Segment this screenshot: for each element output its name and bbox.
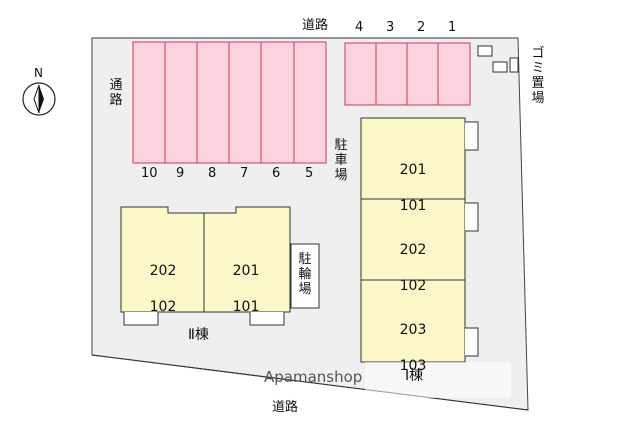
- building-1-unit: 201 101: [378, 143, 448, 233]
- unit-number: 203: [399, 322, 427, 338]
- parking-number: 4: [355, 20, 364, 35]
- bottom-road-edge: [91, 354, 529, 411]
- road-label-top: 道路: [302, 18, 329, 33]
- parking-label: 駐 車 場: [334, 138, 348, 183]
- watermark-bar: [365, 362, 511, 398]
- parking-number: 5: [305, 166, 314, 181]
- unit-number: 202: [149, 263, 177, 279]
- unit-number: 102: [399, 278, 427, 294]
- road-label-left: 通 路: [109, 78, 123, 108]
- parking-number: 1: [448, 20, 457, 35]
- north-arrow-icon: [22, 82, 56, 116]
- building-2-name: Ⅱ棟: [188, 327, 209, 343]
- road-label-bottom: 道路: [272, 400, 299, 415]
- building-1-name: Ⅰ棟: [405, 368, 424, 384]
- bike-parking-label: 駐 輪 場: [298, 252, 312, 297]
- bike-parking-box: [290, 243, 320, 309]
- parking-number: 9: [176, 166, 185, 181]
- parking-number: 3: [386, 20, 395, 35]
- unit-number: 102: [149, 299, 177, 315]
- parking-number: 6: [272, 166, 281, 181]
- unit-number: 103: [399, 358, 427, 374]
- building-1-shape: [360, 117, 479, 363]
- watermark-text: Apamanshop: [264, 368, 363, 386]
- parking-left-group: [132, 41, 327, 164]
- building-1-unit: 202 102: [378, 223, 448, 313]
- unit-number: 201: [232, 263, 260, 279]
- building-2-unit: 201 101: [213, 244, 279, 334]
- parking-number: 8: [208, 166, 217, 181]
- parking-number: 7: [240, 166, 249, 181]
- unit-number: 101: [399, 198, 427, 214]
- garbage-station-outline: [477, 45, 519, 73]
- parking-number: 10: [141, 166, 158, 181]
- building-2-shape: [120, 206, 291, 326]
- building-1-unit: 203 103: [378, 303, 448, 393]
- building-2-unit: 202 102: [130, 244, 196, 334]
- garbage-label: ゴ ミ 置 場: [531, 46, 545, 106]
- parking-right-group: [344, 42, 471, 106]
- unit-number: 201: [399, 162, 427, 178]
- compass-label: N: [34, 66, 43, 80]
- unit-number: 202: [399, 242, 427, 258]
- parking-number: 2: [417, 20, 426, 35]
- unit-number: 101: [232, 299, 260, 315]
